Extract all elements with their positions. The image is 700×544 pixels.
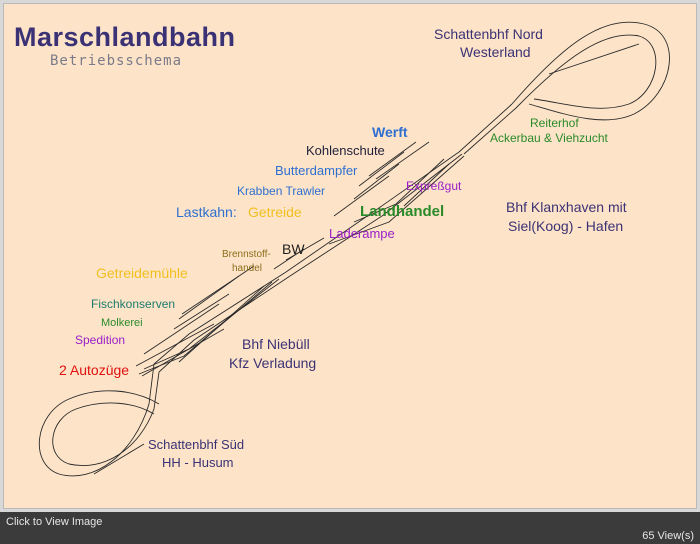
siding-krabben: [353, 163, 400, 200]
south-spur: [93, 443, 145, 475]
label-butterdampfer: Butterdampfer: [275, 163, 358, 178]
label-landhandel: Landhandel: [360, 203, 445, 220]
siding-werft: [375, 141, 430, 180]
niebuell-track-5: [178, 285, 265, 363]
diagram-subtitle: Betriebsschema: [50, 53, 183, 69]
fischkonserven-siding: [178, 275, 240, 320]
main-line-north-b: [463, 107, 517, 155]
south-loop-outer: [38, 390, 160, 477]
brennstoff-siding: [273, 248, 305, 270]
label-brennstoff-1: Brennstoff-: [222, 249, 271, 260]
north-spur: [548, 43, 640, 75]
siding-kohlenschute: [368, 141, 417, 177]
label-schattenbhf-nord: Schattenbhf Nord: [434, 26, 543, 42]
label-reiterhof: Reiterhof: [530, 116, 579, 130]
main-line-south-a: [148, 363, 155, 405]
mid-line-a: [285, 209, 377, 273]
north-loop-outer: [511, 21, 670, 121]
label-kohlenschute: Kohlenschute: [306, 143, 385, 158]
label-laderampe: Laderampe: [329, 226, 395, 241]
siding-lastkahn: [333, 175, 390, 217]
klanx-track-3: [328, 155, 465, 245]
label-hh-husum: HH - Husum: [162, 455, 234, 470]
south-loop-inner: [52, 402, 155, 466]
image-frame: Marschlandbahn Betriebsschema Schattenbh…: [0, 0, 700, 512]
label-klanxhaven-1: Bhf Klanxhaven mit: [506, 199, 627, 215]
click-to-view-link[interactable]: Click to View Image: [6, 516, 103, 528]
label-molkerei: Molkerei: [101, 317, 143, 329]
footer-bar: [0, 512, 700, 544]
north-loop-inner: [515, 34, 657, 109]
label-expressgut: Expreßgut: [406, 179, 462, 193]
siding-butterdampfer: [358, 151, 405, 187]
klanx-track-5: [403, 163, 450, 207]
label-spedition: Spedition: [75, 333, 126, 347]
view-count: 65 View(s): [642, 530, 694, 542]
label-brennstoff-2: handel: [232, 263, 263, 274]
label-bw: BW: [282, 241, 305, 257]
track-plan: [38, 21, 670, 477]
klanx-track-1: [375, 151, 460, 211]
label-klanxhaven-2: Siel(Koog) - Hafen: [508, 218, 624, 234]
label-werft: Werft: [372, 124, 408, 140]
label-lastkahn: Lastkahn:: [176, 204, 237, 220]
diagram-canvas[interactable]: Marschlandbahn Betriebsschema Schattenbh…: [3, 3, 697, 509]
label-getreidemuehle: Getreidemühle: [96, 265, 188, 281]
label-getreide: Getreide: [248, 204, 302, 220]
niebuell-track-4: [138, 281, 273, 375]
diagram-title: Marschlandbahn: [14, 22, 236, 52]
label-autozuege: 2 Autozüge: [59, 362, 130, 378]
label-niebuell-1: Bhf Niebüll: [242, 336, 310, 352]
spedition-siding: [143, 303, 220, 355]
label-westerland: Westerland: [460, 44, 531, 60]
getreidemuehle-siding: [181, 265, 255, 315]
label-schattenbhf-sued: Schattenbhf Süd: [148, 437, 245, 452]
label-niebuell-2: Kfz Verladung: [229, 355, 317, 371]
label-ackerbau: Ackerbau & Viehzucht: [490, 131, 608, 145]
autozug-siding-2: [141, 328, 225, 377]
mid-line-b: [289, 215, 383, 277]
main-line-south-b: [153, 371, 160, 410]
label-fischkonserven: Fischkonserven: [91, 297, 176, 311]
niebuell-track-1: [153, 271, 287, 365]
molkerei-siding: [173, 293, 230, 330]
main-line-north-a: [458, 103, 513, 153]
label-krabben-trawler: Krabben Trawler: [237, 184, 326, 198]
autozug-siding-1: [135, 323, 215, 367]
